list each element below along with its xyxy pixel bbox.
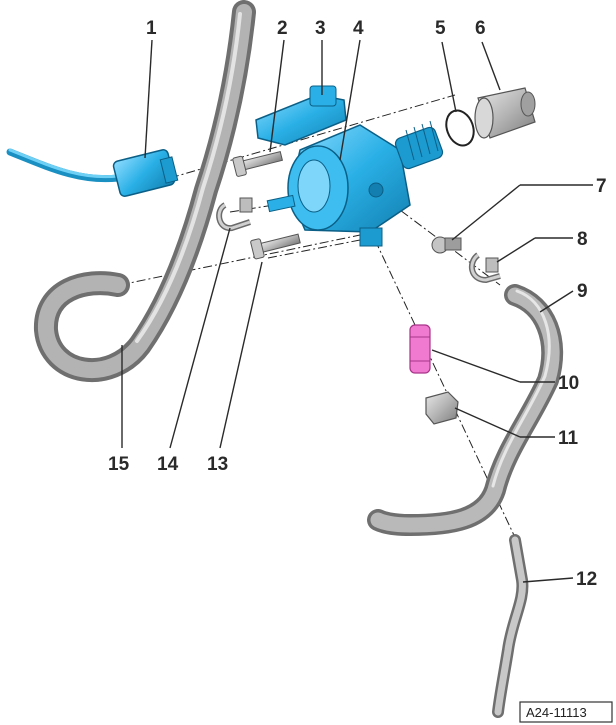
callout-11: 11 (558, 428, 579, 449)
part-13-bolt (250, 233, 301, 260)
callout-10: 10 (558, 373, 579, 394)
callout-2: 2 (277, 18, 288, 39)
leader-lines (121, 39, 593, 583)
pump-threaded-outlet (394, 120, 444, 170)
callout-numbers: 1 2 3 4 5 6 7 8 9 10 11 12 13 14 15 (108, 18, 607, 590)
callout-15: 15 (108, 454, 130, 475)
part-7-fitting (431, 236, 462, 254)
part-1-connector (6, 148, 179, 197)
callout-1: 1 (146, 18, 157, 39)
part-8-clip (468, 252, 501, 284)
part-14-clamp (216, 197, 253, 232)
callout-14: 14 (157, 454, 179, 475)
part-2-bolt (232, 150, 284, 177)
callout-6: 6 (475, 18, 486, 39)
callout-3: 3 (315, 18, 326, 39)
callout-9: 9 (577, 281, 588, 302)
part-9-hose (367, 284, 564, 536)
part-5-o-ring (445, 109, 475, 147)
part-12-fuel-line (492, 534, 529, 718)
figure-id-box: A24-11113 (519, 701, 613, 723)
callout-8: 8 (577, 229, 588, 250)
figure-id-text: A24-11113 (526, 705, 587, 720)
part-4-fuel-pump (266, 120, 444, 247)
callout-13: 13 (207, 454, 228, 475)
callout-4: 4 (353, 18, 364, 39)
callout-5: 5 (435, 18, 446, 39)
callout-12: 12 (576, 569, 597, 590)
part-11-nut (425, 391, 459, 425)
callout-7: 7 (596, 176, 607, 197)
part-15-hose (34, 0, 256, 382)
part-6-sleeve (474, 87, 536, 139)
part-10-seal (409, 324, 431, 374)
